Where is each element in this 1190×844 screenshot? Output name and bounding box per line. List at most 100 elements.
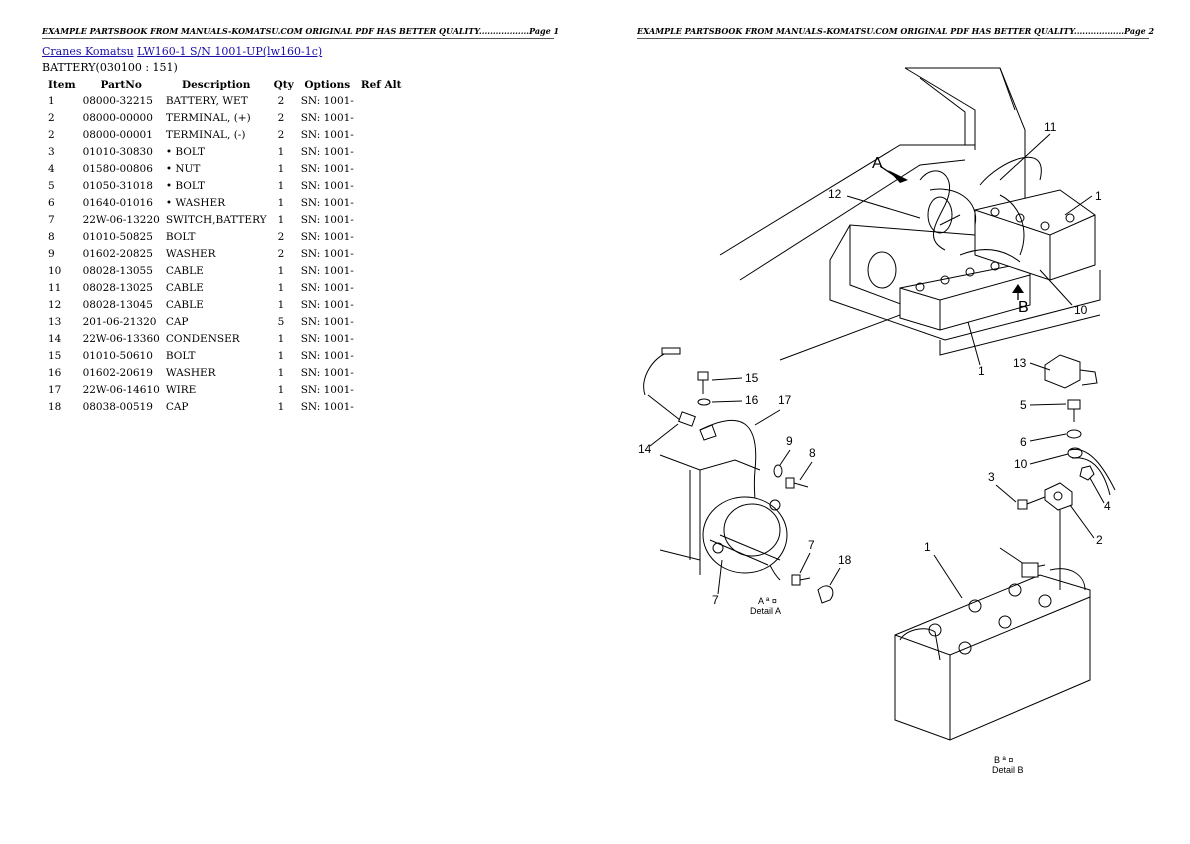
cell-partno: 08000-32215 (82, 94, 153, 107)
callout-18: 18 (838, 553, 852, 567)
cell-item: 5 (48, 179, 55, 192)
cell-partno: 01010-50825 (82, 230, 153, 243)
cell-partno: 22W-06-14610 (82, 383, 160, 396)
cell-options: SN: 1001- (300, 213, 354, 226)
detail-b-drawing (894, 354, 1116, 741)
view-label-a: A (872, 155, 883, 172)
cell-partno: 22W-06-13220 (82, 213, 160, 226)
breadcrumb-link-model[interactable]: LW160-1 S/N 1001-UP(lw160-1c) (137, 45, 323, 58)
col-item: Item (48, 78, 76, 91)
callout-17: 17 (778, 393, 792, 407)
callout-9: 9 (786, 434, 793, 448)
cell-qty: 1 (277, 281, 285, 294)
cell-description: • NUT (165, 162, 201, 175)
cell-options: SN: 1001- (300, 400, 354, 413)
cell-item: 10 (48, 264, 62, 277)
cell-qty: 1 (277, 383, 285, 396)
cell-qty: 1 (277, 196, 285, 209)
page-header-2: EXAMPLE PARTSBOOK FROM MANUALS-KOMATSU.C… (637, 26, 1155, 36)
cell-options: SN: 1001- (300, 383, 354, 396)
cell-options: SN: 1001- (300, 128, 354, 141)
callout-7-right: 7 (808, 538, 815, 552)
cell-description: SWITCH,BATTERY (165, 213, 267, 226)
cell-partno: 08000-00000 (82, 111, 153, 124)
cell-description: CABLE (165, 298, 204, 311)
cell-description: CONDENSER (165, 332, 240, 345)
cell-item: 1 (48, 94, 55, 107)
callout-15: 15 (745, 371, 759, 385)
cell-item: 7 (48, 213, 55, 226)
cell-description: TERMINAL, (+) (165, 111, 251, 124)
callout-10-detail: 10 (1014, 457, 1028, 471)
detail-a-label: Detail A (750, 606, 781, 616)
cell-qty: 2 (277, 247, 285, 260)
callout-2: 2 (1096, 533, 1103, 547)
callout-3: 3 (988, 470, 995, 484)
cell-qty: 1 (277, 213, 285, 226)
detail-a-drawing (643, 347, 834, 604)
cell-item: 13 (48, 315, 62, 328)
cell-qty: 1 (277, 400, 285, 413)
cell-partno: 08028-13045 (82, 298, 153, 311)
detail-b-label: Detail B (992, 765, 1024, 775)
cell-description: BOLT (165, 230, 196, 243)
cell-options: SN: 1001- (300, 179, 354, 192)
cell-item: 18 (48, 400, 62, 413)
cell-item: 14 (48, 332, 62, 345)
cell-partno: 01640-01016 (82, 196, 153, 209)
cell-ref-alt (357, 330, 406, 347)
cell-item: 4 (48, 162, 55, 175)
cell-ref-alt (357, 194, 406, 211)
cell-qty: 5 (277, 315, 285, 328)
cell-description: CAP (165, 315, 189, 328)
upper-cables-drawing (919, 156, 1042, 263)
battery-right-drawing (974, 189, 1096, 281)
cell-partno: 08028-13025 (82, 281, 153, 294)
callout-5: 5 (1020, 398, 1027, 412)
cell-options: SN: 1001- (300, 196, 354, 209)
header-rule-2 (637, 38, 1149, 39)
cell-item: 9 (48, 247, 55, 260)
cell-ref-alt (357, 381, 406, 398)
cell-ref-alt (357, 177, 406, 194)
cell-ref-alt (357, 296, 406, 313)
cell-options: SN: 1001- (300, 111, 354, 124)
cell-options: SN: 1001- (300, 94, 354, 107)
cell-ref-alt (357, 398, 406, 415)
cell-qty: 2 (277, 230, 285, 243)
callout-13: 13 (1013, 356, 1027, 370)
cell-partno: 201-06-21320 (82, 315, 157, 328)
cell-qty: 1 (277, 298, 285, 311)
breadcrumb-link-cranes[interactable]: Cranes Komatsu (42, 45, 134, 58)
cell-partno: 01010-30830 (82, 145, 153, 158)
machine-body-drawing (719, 67, 1101, 361)
cell-qty: 1 (277, 162, 285, 175)
cell-options: SN: 1001- (300, 145, 354, 158)
detail-b-code: B ª ¤ (994, 755, 1013, 765)
section-title: BATTERY(030100 : 151) (42, 61, 178, 74)
cell-ref-alt (357, 143, 406, 160)
cell-ref-alt (357, 109, 406, 126)
view-label-b: B (1018, 299, 1029, 316)
cell-partno: 08028-13055 (82, 264, 153, 277)
cell-description: CABLE (165, 264, 204, 277)
cell-ref-alt (357, 211, 406, 228)
cell-item: 11 (48, 281, 62, 294)
cell-options: SN: 1001- (300, 230, 354, 243)
cell-partno: 01602-20619 (82, 366, 153, 379)
cell-item: 16 (48, 366, 62, 379)
cell-item: 6 (48, 196, 55, 209)
cell-ref-alt (357, 347, 406, 364)
cell-options: SN: 1001- (300, 366, 354, 379)
cell-options: SN: 1001- (300, 264, 354, 277)
breadcrumb: Cranes Komatsu LW160-1 S/N 1001-UP(lw160… (42, 45, 322, 58)
cell-partno: 22W-06-13360 (82, 332, 160, 345)
cell-description: • WASHER (165, 196, 226, 209)
cell-ref-alt (357, 245, 406, 262)
